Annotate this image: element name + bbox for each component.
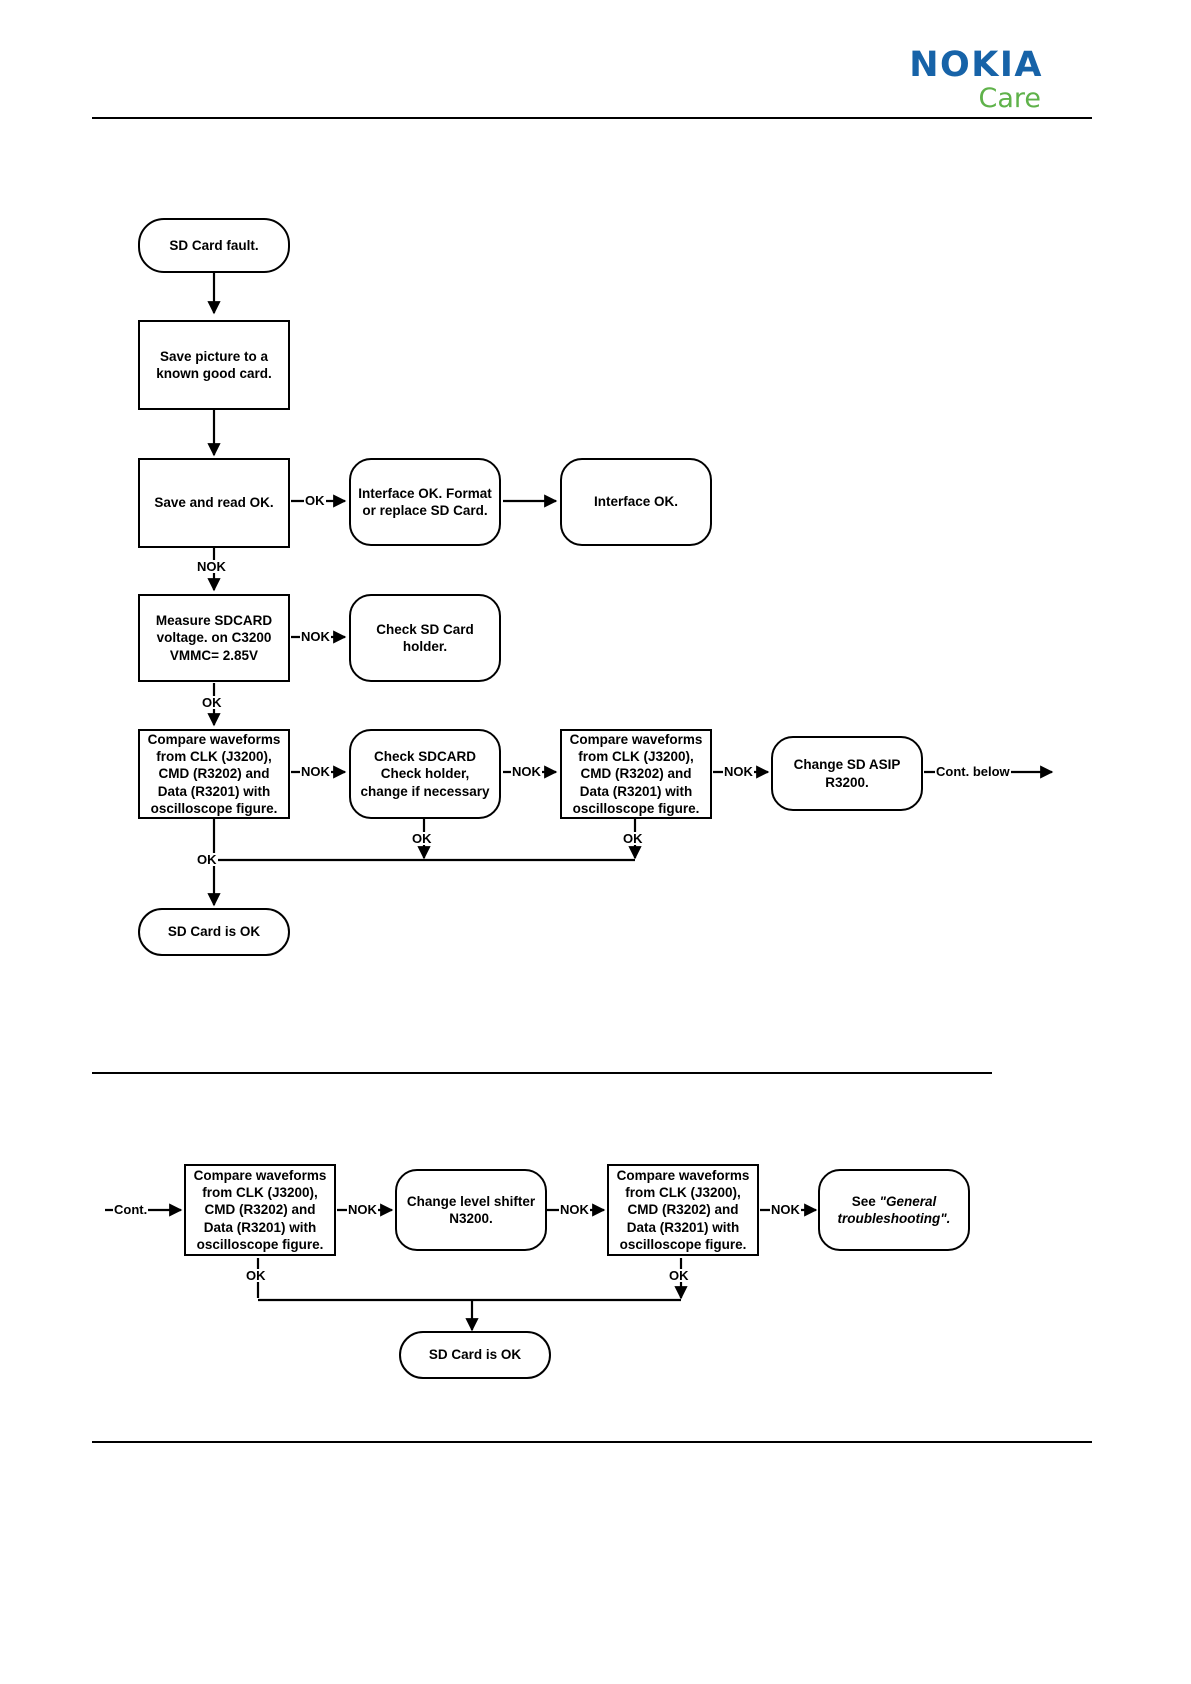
- edge-label-ok-compare4: OK: [668, 1268, 690, 1283]
- node-sd-card-fault[interactable]: SD Card fault.: [138, 218, 290, 273]
- edge-label-cont-in: Cont.: [113, 1202, 149, 1217]
- general-troubleshooting-italic: "General troubleshooting".: [837, 1193, 951, 1226]
- edge-label-ok-measure: OK: [201, 695, 223, 710]
- edge-label-nok-compare4: NOK: [770, 1202, 801, 1217]
- node-sd-card-is-ok-bottom-label: SD Card is OK: [428, 1347, 522, 1363]
- node-change-sd-asip-label: Change SD ASIP R3200.: [793, 757, 901, 790]
- edge-label-ok-compare1: OK: [196, 852, 218, 867]
- edge-label-cont-below: Cont. below: [935, 764, 1011, 779]
- edge-label-nok-compare1: NOK: [300, 764, 331, 779]
- node-compare-waveforms-3[interactable]: Compare waveforms from CLK (J3200), CMD …: [184, 1164, 336, 1256]
- section-divider: [92, 1072, 992, 1074]
- nokia-care-logo: NOKIA Care: [909, 45, 1043, 114]
- node-change-sd-asip[interactable]: Change SD ASIP R3200.: [771, 736, 923, 811]
- node-see-general-troubleshooting-label: See "General troubleshooting".: [826, 1193, 962, 1228]
- nokia-wordmark: NOKIA: [909, 45, 1043, 85]
- node-interface-format[interactable]: Interface OK. Format or replace SD Card.: [349, 458, 501, 546]
- page-header: NOKIA Care: [0, 0, 1191, 125]
- node-measure-sdcard-voltage-label: Measure SDCARD voltage. on C3200 VMMC= 2…: [155, 613, 273, 663]
- header-divider: [92, 117, 1092, 119]
- node-save-picture-label: Save picture to a known good card.: [156, 348, 272, 381]
- edge-label-ok-compare2: OK: [622, 831, 644, 846]
- edge-label-nok-compare3: NOK: [347, 1202, 378, 1217]
- node-interface-format-label: Interface OK. Format or replace SD Card.: [358, 485, 492, 518]
- edge-label-nok-levelshifter: NOK: [559, 1202, 590, 1217]
- edge-label-ok-read: OK: [304, 493, 326, 508]
- node-compare-waveforms-1[interactable]: Compare waveforms from CLK (J3200), CMD …: [138, 729, 290, 819]
- see-prefix: See: [851, 1193, 880, 1209]
- node-save-and-read-label: Save and read OK.: [154, 495, 274, 511]
- node-save-and-read[interactable]: Save and read OK.: [138, 458, 290, 548]
- node-interface-ok-label: Interface OK.: [593, 494, 679, 510]
- edge-label-ok-compare3: OK: [245, 1268, 267, 1283]
- node-check-sdcard-holder-change-label: Check SDCARD Check holder, change if nec…: [360, 749, 490, 799]
- node-change-level-shifter[interactable]: Change level shifter N3200.: [395, 1169, 547, 1251]
- node-sd-card-fault-label: SD Card fault.: [169, 237, 259, 253]
- node-check-sd-card-holder-label: Check SD Card holder.: [376, 621, 474, 654]
- node-compare-waveforms-4-label: Compare waveforms from CLK (J3200), CMD …: [616, 1167, 750, 1252]
- node-measure-sdcard-voltage[interactable]: Measure SDCARD voltage. on C3200 VMMC= 2…: [138, 594, 290, 682]
- node-compare-waveforms-2[interactable]: Compare waveforms from CLK (J3200), CMD …: [560, 729, 712, 819]
- node-sd-card-is-ok-bottom[interactable]: SD Card is OK: [399, 1331, 551, 1379]
- edge-label-nok-compare2: NOK: [723, 764, 754, 779]
- edge-label-ok-checksd: OK: [411, 831, 433, 846]
- node-compare-waveforms-4[interactable]: Compare waveforms from CLK (J3200), CMD …: [607, 1164, 759, 1256]
- node-compare-waveforms-1-label: Compare waveforms from CLK (J3200), CMD …: [147, 731, 281, 816]
- node-compare-waveforms-3-label: Compare waveforms from CLK (J3200), CMD …: [193, 1167, 327, 1252]
- edge-label-nok-checksd: NOK: [511, 764, 542, 779]
- node-check-sd-card-holder[interactable]: Check SD Card holder.: [349, 594, 501, 682]
- edge-label-nok-measure: NOK: [300, 629, 331, 644]
- node-change-level-shifter-label: Change level shifter N3200.: [406, 1193, 536, 1226]
- node-compare-waveforms-2-label: Compare waveforms from CLK (J3200), CMD …: [569, 731, 703, 816]
- node-save-picture[interactable]: Save picture to a known good card.: [138, 320, 290, 410]
- node-see-general-troubleshooting[interactable]: See "General troubleshooting".: [818, 1169, 970, 1251]
- node-interface-ok[interactable]: Interface OK.: [560, 458, 712, 546]
- node-check-sdcard-holder-change[interactable]: Check SDCARD Check holder, change if nec…: [349, 729, 501, 819]
- care-wordmark: Care: [978, 83, 1041, 114]
- edge-label-nok-read: NOK: [196, 559, 227, 574]
- node-sd-card-is-ok-top-label: SD Card is OK: [167, 924, 261, 940]
- footer-divider: [92, 1441, 1092, 1443]
- node-sd-card-is-ok-top[interactable]: SD Card is OK: [138, 908, 290, 956]
